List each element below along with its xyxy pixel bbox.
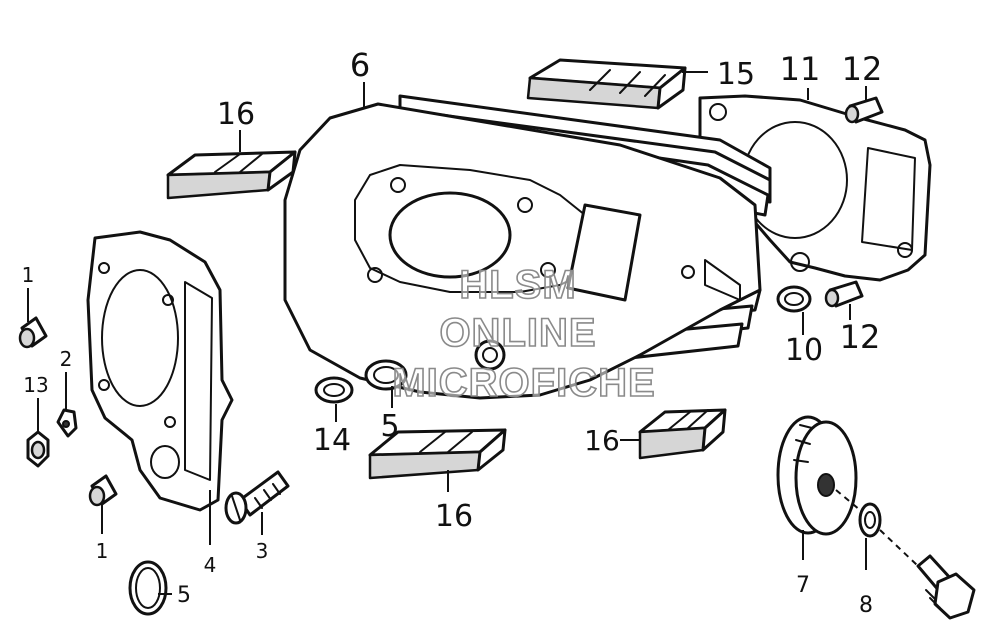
callout-1-bottom: 1	[96, 539, 109, 563]
o-ring-part-5-bottom	[128, 560, 168, 616]
callout-1-top: 1	[22, 263, 35, 287]
callout-12-top: 12	[842, 50, 883, 88]
callout-5-bottom: 5	[177, 583, 191, 608]
callout-7: 7	[796, 573, 810, 598]
cylinder-block-part-6	[283, 94, 772, 400]
rubber-block-part-16-center	[368, 428, 507, 480]
callout-5-center: 5	[380, 409, 399, 444]
dowel-pin-part-1-top	[18, 316, 48, 349]
callout-8: 8	[859, 593, 873, 618]
rubber-block-part-16-right	[638, 408, 727, 460]
callout-16-topleft: 16	[217, 97, 255, 132]
callout-13: 13	[23, 373, 48, 397]
base-gasket-part-4	[86, 230, 234, 512]
rubber-block-part-16-topleft	[166, 150, 297, 200]
cap-part-7	[776, 415, 858, 536]
watermark: HLSM ONLINE MICROFICHE	[392, 262, 656, 406]
washer-part-8	[858, 502, 882, 538]
nut-part-13	[26, 430, 50, 468]
callout-14: 14	[313, 423, 351, 458]
rubber-block-part-15	[526, 58, 687, 110]
bolt-part-3	[224, 470, 290, 525]
watermark-line-1: HLSM	[459, 263, 576, 307]
callout-6: 6	[350, 46, 370, 84]
o-ring-part-5-center	[364, 359, 408, 391]
dowel-pin-part-12-top	[844, 96, 884, 124]
leader-lines	[27, 71, 919, 595]
bolt-bottom-right	[916, 554, 976, 620]
watermark-line-2: ONLINE	[439, 311, 596, 355]
o-ring-part-10	[776, 285, 812, 313]
callout-12-mid: 12	[840, 318, 881, 356]
callout-2: 2	[60, 347, 73, 371]
callout-3: 3	[256, 539, 269, 563]
callout-10: 10	[785, 333, 823, 368]
callout-15: 15	[717, 57, 755, 92]
watermark-line-3: MICROFICHE	[392, 361, 655, 405]
o-ring-part-14	[314, 376, 354, 404]
callout-labels: 1 2 13 1 4 3 5 16 6 15 11 12 10 12 14 5 …	[22, 46, 883, 618]
callout-11: 11	[780, 50, 821, 88]
head-gasket-part-11	[698, 94, 932, 282]
nut-part-2	[56, 408, 78, 438]
callout-16-center: 16	[435, 499, 473, 534]
dowel-pin-part-1-bottom	[88, 474, 118, 507]
callout-4: 4	[204, 553, 217, 577]
dowel-pin-part-12-mid	[824, 280, 864, 308]
callout-16-right: 16	[584, 424, 620, 457]
